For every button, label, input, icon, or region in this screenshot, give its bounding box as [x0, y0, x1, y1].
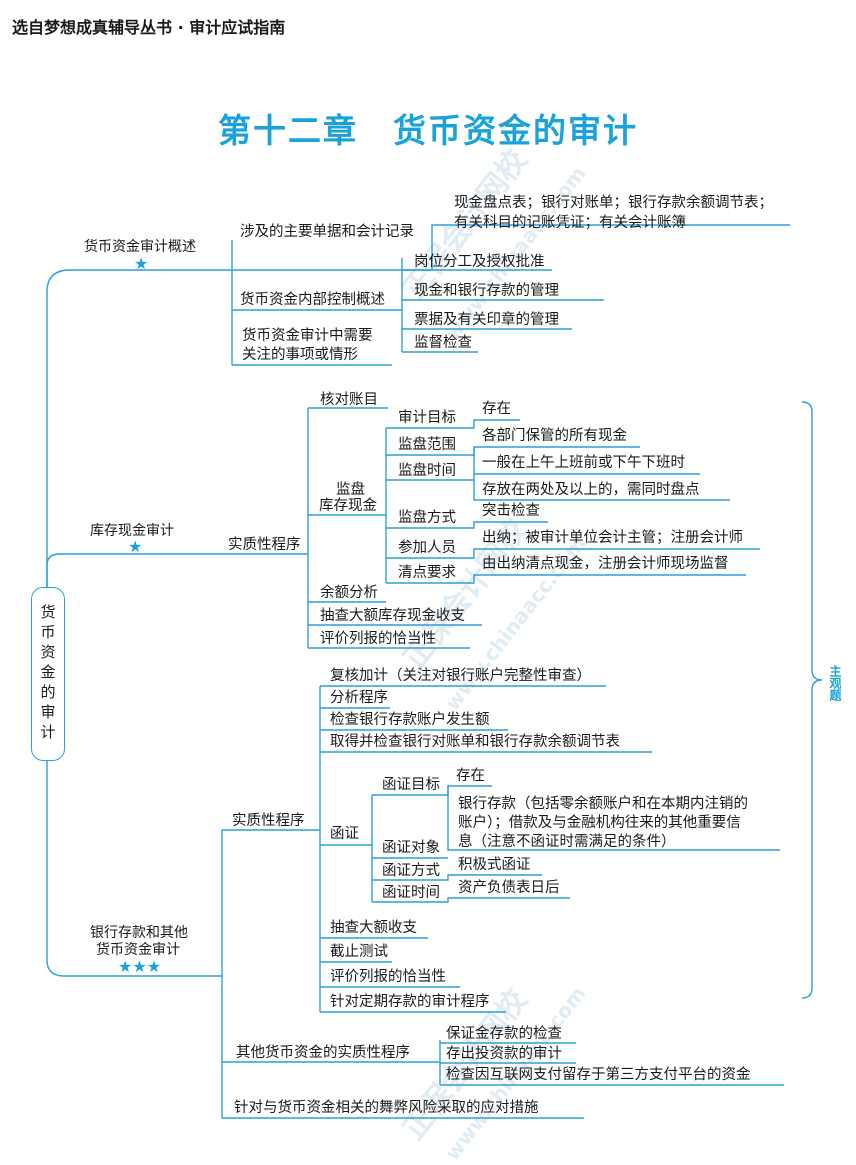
documents-line-2: 有关科目的记账凭证；有关会计账簿 [454, 215, 686, 231]
branch-bank-stars: ★★★ [118, 957, 162, 976]
confirmation-object-key: 函证对象 [382, 840, 440, 856]
count-row-key: 参加人员 [398, 540, 456, 556]
branch-bank-label-1: 银行存款和其他 [90, 925, 188, 941]
count-row-value: 由出纳清点现金，注册会计师现场监督 [482, 556, 729, 572]
cash-count-line-2: 库存现金 [319, 498, 377, 514]
bank-bottom-item: 评价列报的恰当性 [330, 969, 446, 985]
fraud-response-label: 针对与货币资金相关的舞弊风险采取的应对措施 [234, 1100, 539, 1116]
count-row-key: 审计目标 [398, 410, 456, 426]
attention-items-line-1: 货币资金审计中需要 [242, 328, 373, 344]
bank-bottom-item: 针对定期存款的审计程序 [330, 994, 490, 1010]
confirmation-label: 函证 [330, 826, 359, 842]
other-funds-item: 检查因互联网支付留存于第三方支付平台的资金 [446, 1067, 751, 1083]
count-row-value: 各部门保管的所有现金 [482, 428, 627, 444]
confirmation-object-line-1: 银行存款（包括零余额账户和在本期内注销的 [458, 796, 748, 812]
check-accounts-label: 核对账目 [320, 392, 378, 408]
count-row-value: 存放在两处及以上的，需同时盘点 [482, 482, 700, 498]
branch-cash-stars: ★ [128, 537, 143, 556]
confirmation-goal-key: 函证目标 [382, 777, 440, 793]
confirmation-object-line-3: 息（注意不函证时需满足的条件） [458, 834, 676, 850]
bank-top-item: 复核加计（关注对银行账户完整性审查） [330, 668, 591, 684]
count-row-key: 监盘方式 [398, 510, 456, 526]
documents-records-label: 涉及的主要单据和会计记录 [240, 224, 414, 240]
subjective-question-label: 主观题 [828, 665, 842, 701]
confirmation-goal-value: 存在 [456, 768, 485, 784]
bank-top-item: 取得并检查银行对账单和银行存款余额调节表 [330, 734, 620, 750]
root-node: 货币资金的审计 [31, 587, 65, 761]
book-series-header: 选自梦想成真辅导丛书 · 审计应试指南 [12, 18, 286, 37]
confirmation-method-key: 函证方式 [382, 863, 440, 879]
confirmation-time-value: 资产负债表日后 [458, 880, 560, 896]
bank-top-item: 分析程序 [330, 690, 388, 706]
other-funds-item: 存出投资款的审计 [446, 1046, 562, 1062]
bank-bottom-item: 截止测试 [330, 944, 388, 960]
cash-substantive-label: 实质性程序 [228, 537, 301, 553]
cash-other-item: 抽查大额库存现金收支 [320, 608, 465, 624]
root-label: 货币资金的审计 [38, 604, 57, 744]
branch-bank-label-2: 货币资金审计 [96, 942, 180, 958]
confirmation-time-key: 函证时间 [382, 885, 440, 901]
other-funds-label: 其他货币资金的实质性程序 [236, 1045, 410, 1061]
cash-other-item: 余额分析 [320, 585, 378, 601]
internal-control-item: 票据及有关印章的管理 [414, 312, 559, 328]
count-row-value: 突击检查 [482, 503, 540, 519]
bank-bottom-item: 抽查大额收支 [330, 920, 417, 936]
count-row-value: 一般在上午上班前或下午下班时 [482, 455, 685, 471]
count-row-key: 监盘时间 [398, 463, 456, 479]
documents-line-1: 现金盘点表；银行对账单；银行存款余额调节表； [454, 195, 773, 211]
internal-control-label: 货币资金内部控制概述 [240, 292, 385, 308]
internal-control-item: 现金和银行存款的管理 [414, 283, 559, 299]
bank-top-item: 检查银行存款账户发生额 [330, 712, 490, 728]
count-row-value: 出纳；被审计单位会计主管；注册会计师 [482, 530, 743, 546]
internal-control-item: 岗位分工及授权批准 [414, 254, 545, 270]
attention-items-line-2: 关注的事项或情形 [242, 347, 358, 363]
count-row-key: 清点要求 [398, 565, 456, 581]
branch-overview-stars: ★ [134, 254, 149, 273]
chapter-title: 第十二章 货币资金的审计 [218, 111, 638, 150]
bank-substantive-label: 实质性程序 [232, 813, 305, 829]
branch-overview-label: 货币资金审计概述 [84, 239, 196, 255]
cash-other-item: 评价列报的恰当性 [320, 631, 436, 647]
branch-cash-label: 库存现金审计 [90, 523, 174, 539]
confirmation-method-value: 积极式函证 [458, 857, 531, 873]
other-funds-item: 保证金存款的检查 [446, 1026, 562, 1042]
count-row-key: 监盘范围 [398, 437, 456, 453]
cash-count-line-1: 监盘 [336, 482, 365, 498]
internal-control-item: 监督检查 [414, 335, 472, 351]
confirmation-object-line-2: 账户）；借款及与金融机构往来的其他重要信 [458, 815, 741, 831]
count-row-value: 存在 [482, 401, 511, 417]
